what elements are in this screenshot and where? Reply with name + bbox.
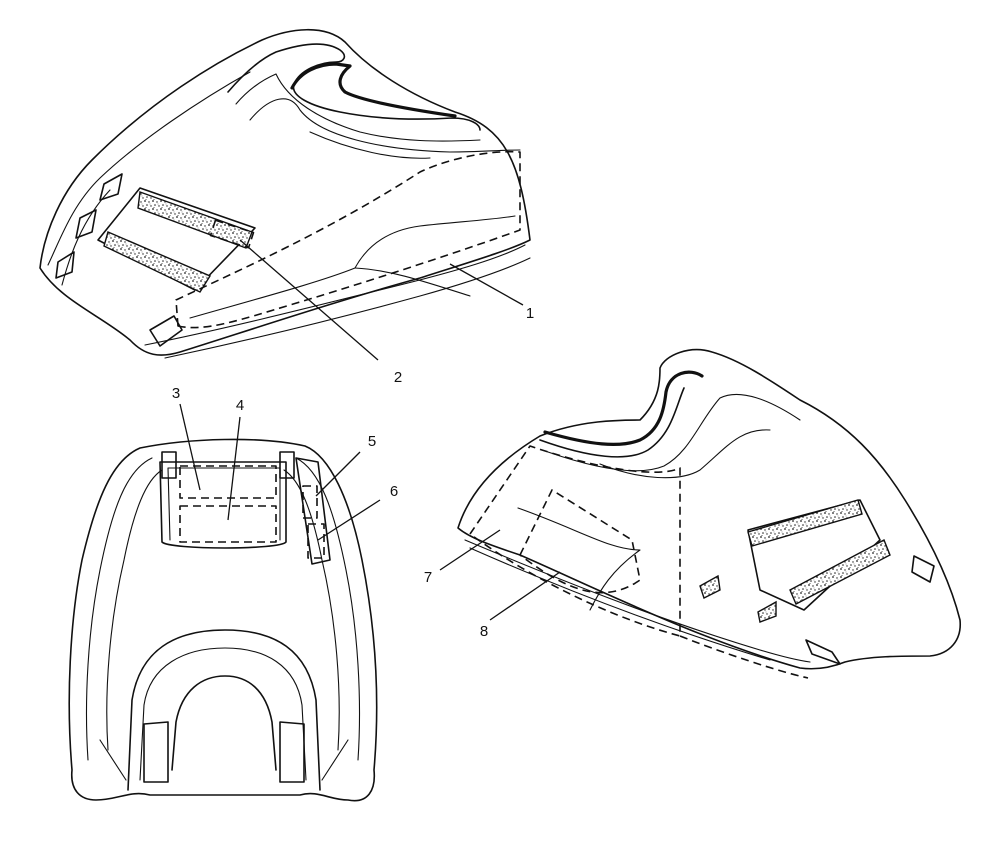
callout-2: 2 xyxy=(394,369,402,386)
decal-1-outline xyxy=(175,150,521,329)
top-view-center-panel xyxy=(159,461,287,549)
top-view-rear-opening xyxy=(127,629,321,791)
front-bumper-pad xyxy=(149,315,183,347)
callout-5: 5 xyxy=(368,433,376,450)
right-bumper-pad xyxy=(805,639,841,665)
callout-4: 4 xyxy=(236,397,244,414)
right-hood-outline xyxy=(457,348,961,670)
hood-side-contour xyxy=(47,71,251,266)
leader-6 xyxy=(317,499,381,541)
top-lamp-right xyxy=(279,451,295,479)
decal-7-outline xyxy=(469,445,681,637)
callout-labels: 1 2 3 4 5 6 7 8 xyxy=(172,305,534,640)
leader-3 xyxy=(179,403,201,491)
top-lamp-left xyxy=(161,451,177,479)
decal-8-outline xyxy=(519,489,641,594)
decal-4-outline xyxy=(179,505,277,543)
side-marker-top xyxy=(99,173,123,201)
decal-2-outline xyxy=(209,219,255,249)
leader-7 xyxy=(439,529,501,571)
hood-right-oblique-view xyxy=(457,348,961,679)
right-lower-foam xyxy=(789,539,891,605)
decal-stripe xyxy=(517,507,641,611)
side-marker-mid xyxy=(75,209,97,239)
right-small-vent-1 xyxy=(699,574,721,599)
upper-foam-strip xyxy=(137,191,253,249)
callout-6: 6 xyxy=(390,483,398,500)
leader-2 xyxy=(239,239,379,361)
leader-1 xyxy=(449,263,524,306)
right-upper-foam xyxy=(747,499,863,547)
top-right-vent xyxy=(295,457,331,565)
lower-foam-strip xyxy=(103,231,212,293)
windshield-opening xyxy=(227,43,481,131)
rear-lamp-left xyxy=(143,721,169,783)
decal-5-outline xyxy=(302,485,318,519)
side-marker-low xyxy=(55,251,75,279)
rear-lamp-right xyxy=(279,721,305,783)
hood-left-oblique-view xyxy=(39,28,531,359)
right-side-marker xyxy=(911,555,935,583)
leader-5 xyxy=(315,451,361,497)
callout-3: 3 xyxy=(172,385,180,402)
callout-8: 8 xyxy=(480,623,488,640)
callout-leaders xyxy=(179,239,561,621)
decal-1-stripe xyxy=(189,215,516,319)
windshield-seal xyxy=(290,62,457,118)
right-small-vent-2 xyxy=(757,600,777,623)
decal-6-outline xyxy=(307,523,325,559)
right-windshield-seal xyxy=(543,370,704,446)
leader-4 xyxy=(227,416,241,521)
leader-8 xyxy=(489,571,561,621)
callout-7: 7 xyxy=(424,569,432,586)
callout-1: 1 xyxy=(526,305,534,322)
decal-3-outline xyxy=(179,465,277,499)
top-view-outline xyxy=(68,438,378,802)
hood-outline xyxy=(39,28,531,356)
hood-top-view xyxy=(68,438,378,802)
